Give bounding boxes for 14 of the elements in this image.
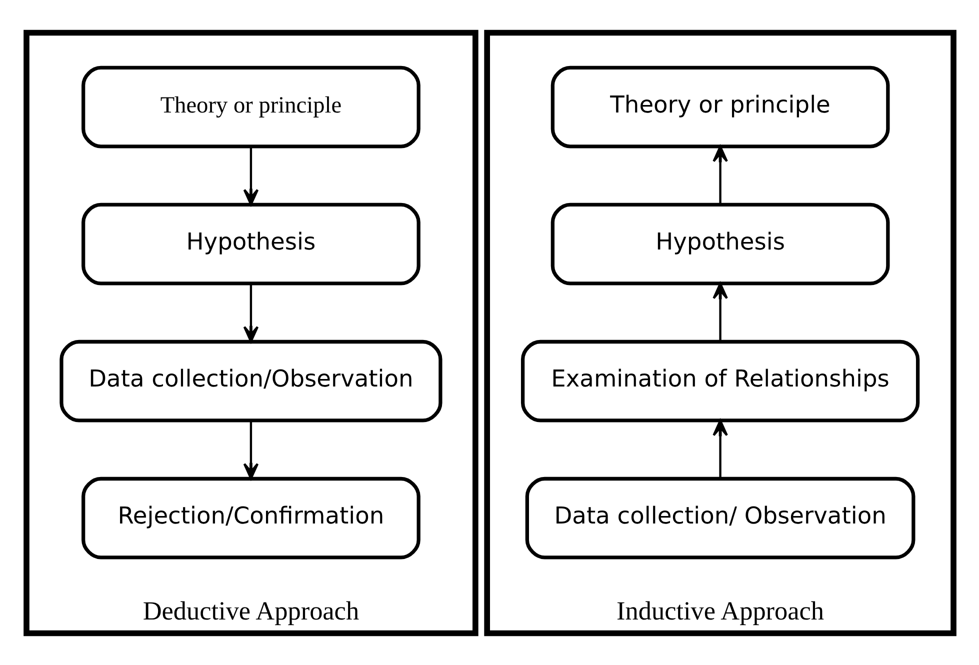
- node-box: Hypothesis: [81, 202, 420, 285]
- arrow: [242, 283, 258, 342]
- arrow: [242, 146, 258, 206]
- arrow: [712, 419, 728, 478]
- arrow: [712, 282, 728, 341]
- arrow: [712, 145, 728, 204]
- node-box: Rejection/Confirmation: [81, 476, 420, 559]
- node-box: Hypothesis: [550, 202, 890, 285]
- node-box: Theory or principle: [81, 65, 420, 148]
- node-box: Data collection/Observation: [59, 339, 442, 422]
- node-box: Data collection/ Observation: [524, 476, 915, 559]
- arrow: [242, 420, 258, 480]
- node-box: Theory or principle: [550, 65, 890, 148]
- node-box: Examination of Relationships: [520, 339, 920, 422]
